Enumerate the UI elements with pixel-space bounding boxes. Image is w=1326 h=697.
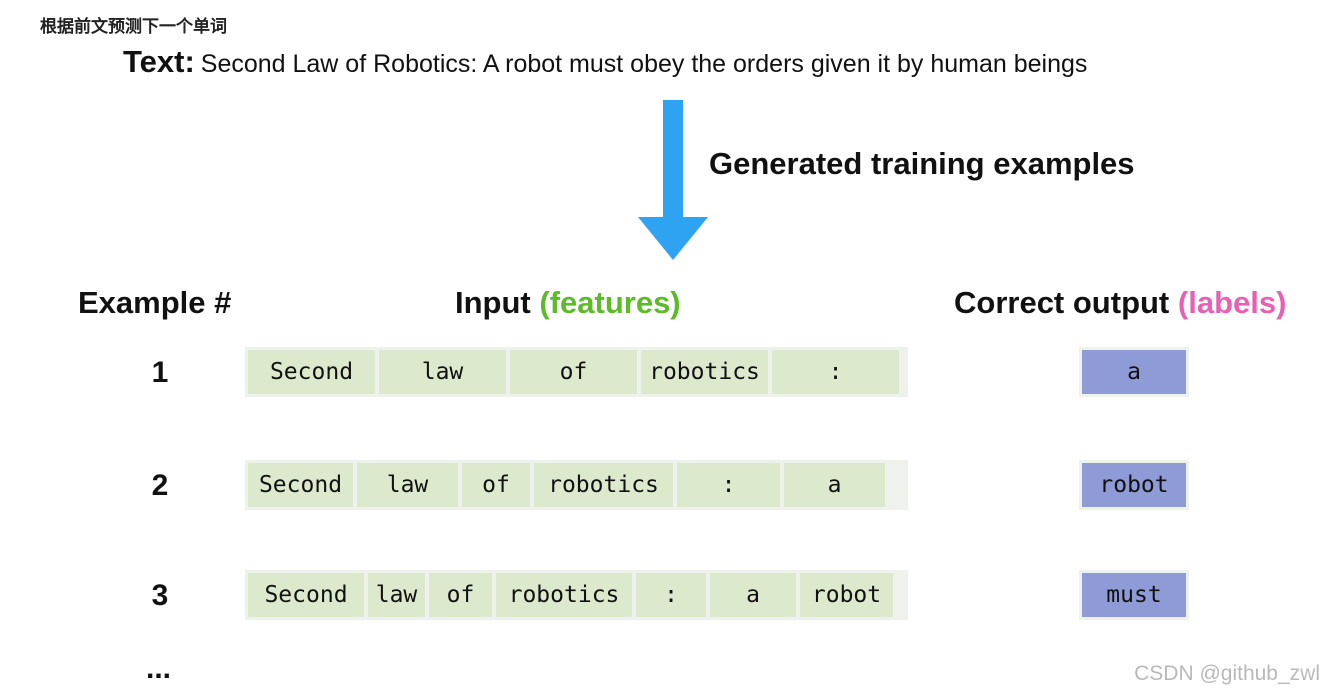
output-label-box: robot xyxy=(1079,460,1189,510)
input-token: : xyxy=(677,463,780,507)
input-token: robotics xyxy=(496,573,632,617)
input-token: a xyxy=(784,463,885,507)
input-token: : xyxy=(636,573,706,617)
output-header-label: Correct output xyxy=(954,285,1170,320)
output-label: a xyxy=(1082,350,1186,394)
input-header-label: Input xyxy=(455,285,531,320)
input-token: law xyxy=(368,573,425,617)
input-token: robot xyxy=(800,573,893,617)
watermark: CSDN @github_zwl xyxy=(1134,662,1320,685)
input-token: of xyxy=(510,350,637,394)
example-number: 1 xyxy=(151,356,169,389)
text-content: Second Law of Robotics: A robot must obe… xyxy=(200,50,1088,78)
output-label: robot xyxy=(1082,463,1186,507)
input-token-row: Second law of robotics : a xyxy=(245,460,908,510)
input-token: Second xyxy=(248,350,375,394)
arrow-label: Generated training examples xyxy=(709,146,1135,181)
input-token: of xyxy=(462,463,530,507)
input-token-row: Second law of robotics : a robot xyxy=(245,570,908,620)
input-token: Second xyxy=(248,573,364,617)
output-label-box: must xyxy=(1079,570,1189,620)
features-label: (features) xyxy=(539,285,681,320)
column-header-output: Correct output (labels) xyxy=(954,285,1286,321)
input-token: robotics xyxy=(534,463,673,507)
down-arrow-icon xyxy=(638,100,708,260)
page-title: 根据前文预测下一个单词 xyxy=(40,17,227,37)
input-token: robotics xyxy=(641,350,768,394)
input-token: law xyxy=(357,463,458,507)
labels-label: (labels) xyxy=(1177,285,1287,320)
example-number: 2 xyxy=(151,469,169,502)
input-token: of xyxy=(429,573,492,617)
column-header-example: Example # xyxy=(78,285,232,320)
input-token: : xyxy=(772,350,899,394)
output-label: must xyxy=(1082,573,1186,617)
output-label-box: a xyxy=(1079,347,1189,397)
source-text: Text:Second Law of Robotics: A robot mus… xyxy=(123,44,1087,80)
example-number: 3 xyxy=(151,579,169,612)
column-header-input: Input (features) xyxy=(455,285,681,321)
text-label: Text: xyxy=(123,44,195,79)
input-token: a xyxy=(710,573,796,617)
input-token-row: Second law of robotics : xyxy=(245,347,908,397)
ellipsis: ... xyxy=(146,652,172,685)
input-token: Second xyxy=(248,463,353,507)
input-token: law xyxy=(379,350,506,394)
